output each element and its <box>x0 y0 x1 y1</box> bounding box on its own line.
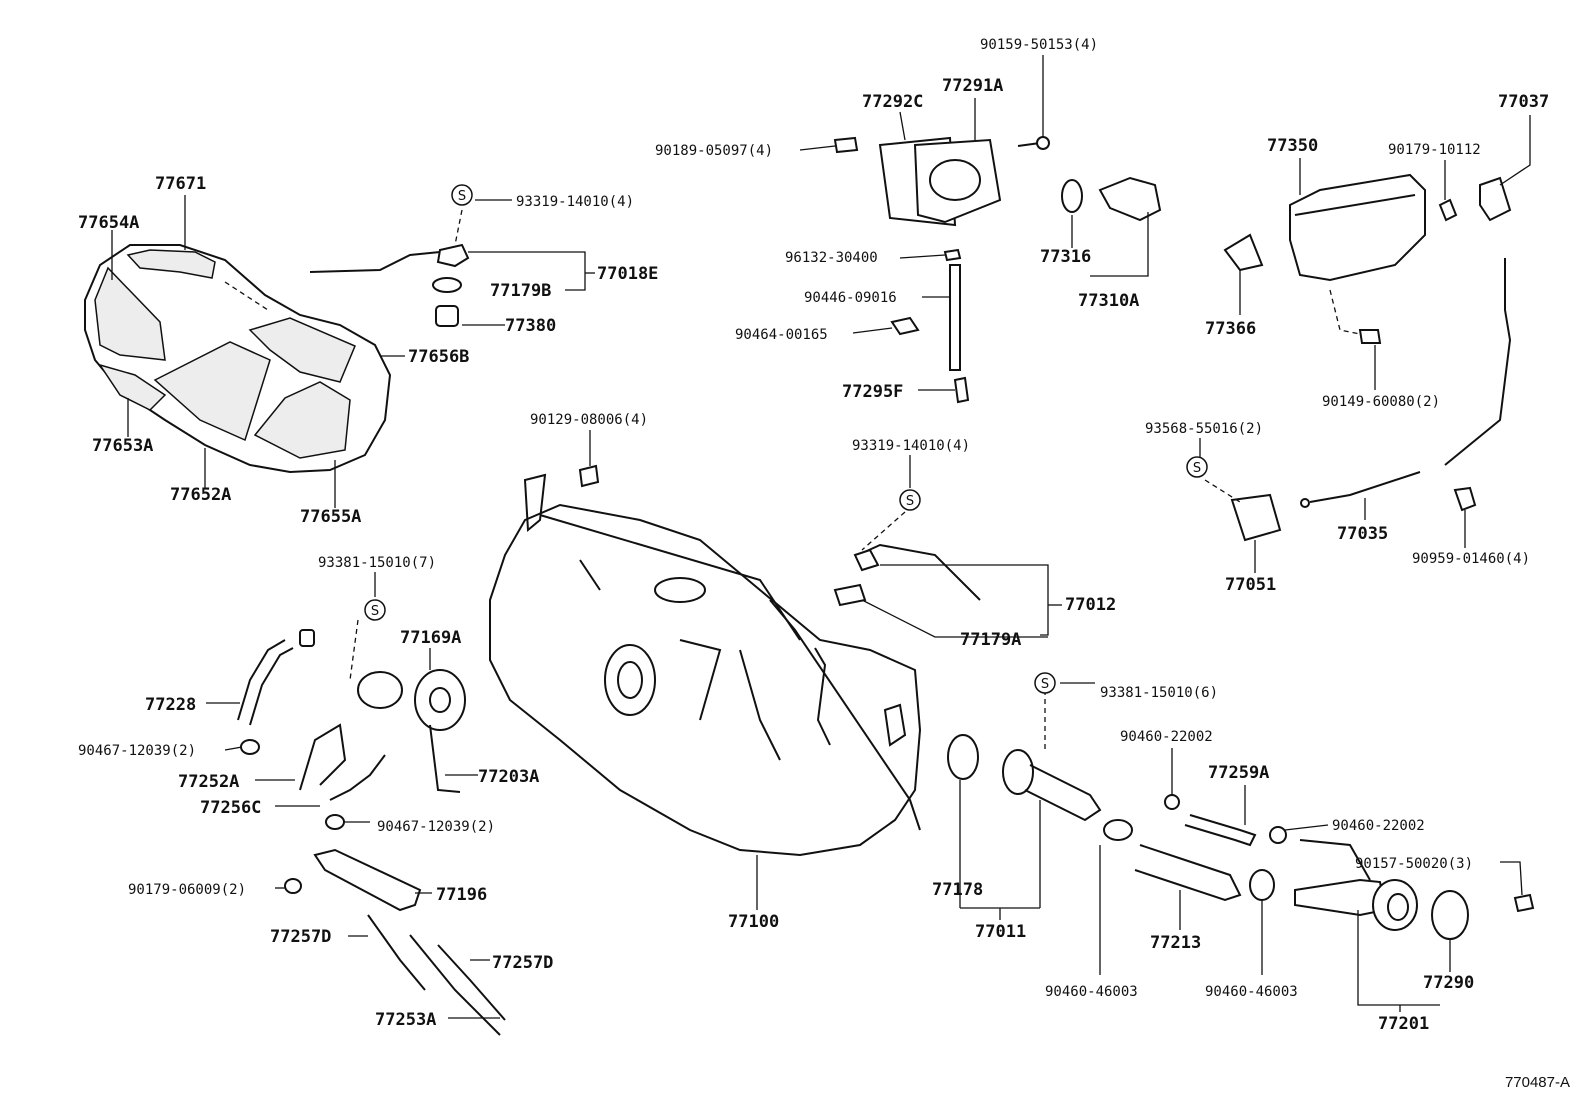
label-90959-01460: 90959-01460(4) <box>1412 551 1530 567</box>
label-77018E: 77018E <box>597 264 658 284</box>
label-77316: 77316 <box>1040 247 1091 267</box>
label-77310A: 77310A <box>1078 291 1139 311</box>
s-symbol-3: S <box>364 599 386 621</box>
label-90467-12039-b: 90467-12039(2) <box>377 819 495 835</box>
label-77380: 77380 <box>505 316 556 336</box>
label-77291A: 77291A <box>942 76 1003 96</box>
label-77011: 77011 <box>975 922 1026 942</box>
s-symbol-5: S <box>1186 456 1208 478</box>
svg-text:S: S <box>906 494 914 509</box>
label-93319-14010-mid: 93319-14010(4) <box>852 438 970 454</box>
label-90460-22002-b: 90460-22002 <box>1332 818 1425 834</box>
label-77179B: 77179B <box>490 281 551 301</box>
label-77652A: 77652A <box>170 485 231 505</box>
label-90467-12039-a: 90467-12039(2) <box>78 743 196 759</box>
label-77169A: 77169A <box>400 628 461 648</box>
tube-group <box>275 848 506 1036</box>
label-90189-05097: 90189-05097(4) <box>655 143 773 159</box>
label-77100: 77100 <box>728 912 779 932</box>
s-symbol-4: S <box>1034 672 1056 694</box>
label-77653A: 77653A <box>92 436 153 456</box>
label-77656B: 77656B <box>408 347 469 367</box>
svg-text:S: S <box>1193 461 1201 476</box>
label-77350: 77350 <box>1267 136 1318 156</box>
label-90460-22002-a: 90460-22002 <box>1120 729 1213 745</box>
label-90464-00165: 90464-00165 <box>735 327 828 343</box>
svg-text:S: S <box>1041 677 1049 692</box>
heat-insulator-group <box>84 195 405 508</box>
fuel-tank-group <box>489 430 922 910</box>
label-77201: 77201 <box>1378 1014 1429 1034</box>
label-93381-15010-6: 93381-15010(6) <box>1100 685 1218 701</box>
filler-pipe-group <box>947 682 1535 1012</box>
label-77178: 77178 <box>932 880 983 900</box>
label-90157-50020: 90157-50020(3) <box>1355 856 1473 872</box>
sender-plate-group <box>833 455 1062 638</box>
s-symbol-1: S <box>451 184 473 206</box>
figure-reference-code: 770487-A <box>1504 1074 1570 1091</box>
label-77213: 77213 <box>1150 933 1201 953</box>
label-90159-50153: 90159-50153(4) <box>980 37 1098 53</box>
label-77257D-b: 77257D <box>492 953 553 973</box>
label-77253A: 77253A <box>375 1010 436 1030</box>
label-90179-06009: 90179-06009(2) <box>128 882 246 898</box>
label-77295F: 77295F <box>842 382 903 402</box>
label-77655A: 77655A <box>300 507 361 527</box>
label-77292C: 77292C <box>862 92 923 112</box>
label-77037: 77037 <box>1498 92 1549 112</box>
label-90446-09016: 90446-09016 <box>804 290 897 306</box>
label-77012: 77012 <box>1065 595 1116 615</box>
label-77366: 77366 <box>1205 319 1256 339</box>
filler-opening-group <box>799 55 1162 404</box>
label-93381-15010-7: 93381-15010(7) <box>318 555 436 571</box>
label-77203A: 77203A <box>478 767 539 787</box>
label-77259A: 77259A <box>1208 763 1269 783</box>
svg-text:S: S <box>371 604 379 619</box>
label-93319-14010-top: 93319-14010(4) <box>516 194 634 210</box>
label-90179-10112: 90179-10112 <box>1388 142 1481 158</box>
label-77252A: 77252A <box>178 772 239 792</box>
label-77228: 77228 <box>145 695 196 715</box>
svg-text:S: S <box>458 189 466 204</box>
sender-gauge-group <box>309 199 595 327</box>
label-77256C: 77256C <box>200 798 261 818</box>
label-77179A: 77179A <box>960 630 1021 650</box>
pump-bracket-group <box>206 572 478 830</box>
label-93568-55016: 93568-55016(2) <box>1145 421 1263 437</box>
label-90460-46003-a: 90460-46003 <box>1045 984 1138 1000</box>
label-77051: 77051 <box>1225 575 1276 595</box>
label-90149-60080: 90149-60080(2) <box>1322 394 1440 410</box>
label-77290: 77290 <box>1423 973 1474 993</box>
label-77671: 77671 <box>155 174 206 194</box>
label-77654A: 77654A <box>78 213 139 233</box>
s-symbol-2: S <box>899 489 921 511</box>
label-90129-08006: 90129-08006(4) <box>530 412 648 428</box>
label-77035: 77035 <box>1337 524 1388 544</box>
label-96132-30400: 96132-30400 <box>785 250 878 266</box>
label-90460-46003-b: 90460-46003 <box>1205 984 1298 1000</box>
label-77257D-a: 77257D <box>270 927 331 947</box>
label-77196: 77196 <box>436 885 487 905</box>
fuel-lid-group <box>1199 115 1531 573</box>
